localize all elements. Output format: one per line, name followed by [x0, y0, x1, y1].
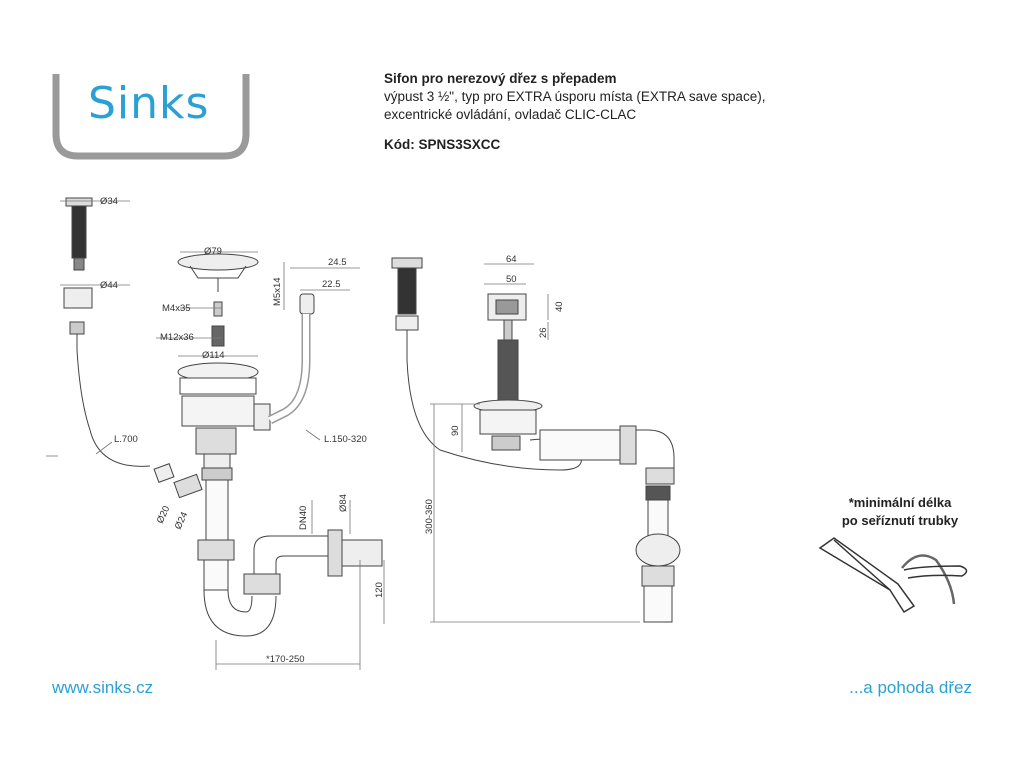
dim-22-5: 22.5	[322, 279, 341, 290]
dim-50: 50	[506, 274, 517, 285]
product-subtitle-1: výpust 3 ½", typ pro EXTRA úsporu místa …	[384, 89, 766, 104]
dim-d20: Ø20	[155, 504, 173, 525]
clic-clac-button	[63, 197, 151, 467]
dim-120: 120	[374, 582, 385, 598]
product-code: Kód: SPNS3SXCC	[384, 137, 501, 152]
dim-24-5: 24.5	[328, 257, 347, 268]
dim-d114: Ø114	[202, 350, 225, 361]
dim-d79: Ø79	[204, 246, 222, 257]
dim-d44: Ø44	[100, 280, 118, 291]
dim-90: 90	[450, 425, 461, 436]
dimension-lines	[46, 200, 640, 670]
dim-m12x36: M12x36	[160, 332, 194, 343]
overflow-hose	[267, 293, 315, 425]
siphon-body-left	[153, 427, 383, 637]
note-line-2: po seříznutí trubky	[841, 513, 959, 528]
minimum-length-note: *minimální délka po seříznutí trubky	[826, 494, 974, 530]
dim-m4x35: M4x35	[162, 303, 191, 314]
tools-icon	[818, 537, 968, 614]
strainer	[177, 253, 271, 431]
dim-d84: Ø84	[338, 494, 349, 512]
dim-d34: Ø34	[100, 196, 118, 207]
dim-dn40: DN40	[298, 506, 309, 530]
dim-d24: Ø24	[173, 510, 191, 531]
dim-170-250: *170-250	[266, 654, 305, 665]
siphon-assembled	[391, 257, 681, 623]
logo-frame	[52, 74, 250, 160]
dim-m5x14: M5x14	[272, 277, 283, 306]
dim-26: 26	[538, 327, 549, 338]
product-subtitle-2: excentrické ovládání, ovladač CLIC-CLAC	[384, 107, 637, 122]
slogan: ...a pohoda dřez	[849, 678, 972, 697]
dim-l150-320: L.150-320	[324, 434, 367, 445]
dim-l700: L.700	[114, 434, 138, 445]
website-link[interactable]: www.sinks.cz	[52, 678, 154, 697]
dim-300-360: 300-360	[424, 499, 435, 534]
product-header: Sifon pro nerezový dřez s přepadem výpus…	[384, 70, 765, 154]
dim-64: 64	[506, 254, 517, 265]
logo-text: Sinks	[88, 78, 210, 129]
product-title: Sifon pro nerezový dřez s přepadem	[384, 71, 617, 86]
dim-40: 40	[554, 301, 565, 312]
note-line-1: *minimální délka	[848, 495, 952, 510]
